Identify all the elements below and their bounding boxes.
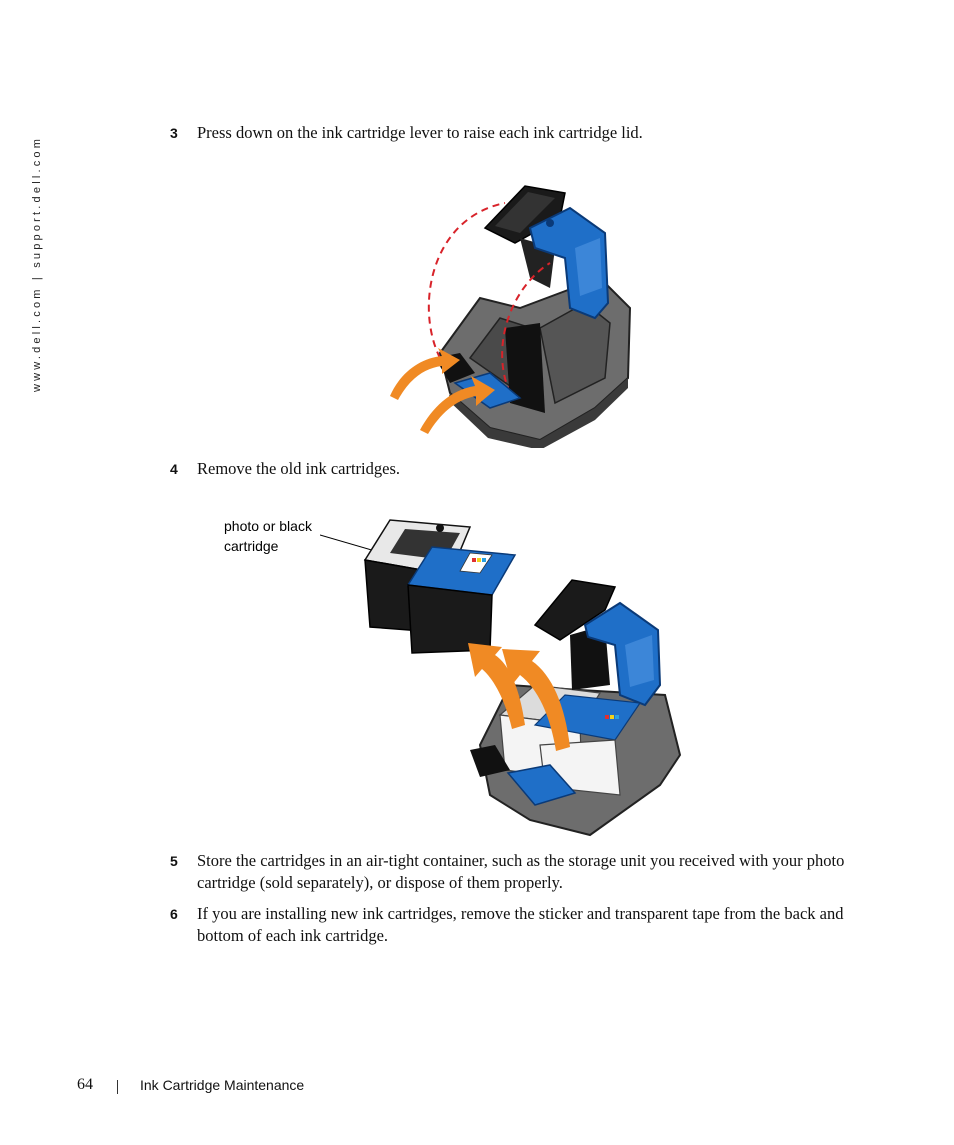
black-lid — [483, 185, 566, 288]
blue-lever — [506, 764, 577, 806]
press-arrow-icon — [420, 376, 495, 434]
callout-label: photo or black cartridge — [224, 518, 312, 554]
figure-remove-cartridges-illustration — [320, 519, 682, 837]
step-text: Press down on the ink cartridge lever to… — [197, 123, 643, 142]
page-footer: 64 Ink Cartridge Maintenance — [0, 1076, 954, 1098]
remove-arrow-icon — [502, 649, 570, 751]
color-cartridge — [406, 546, 517, 654]
footer-divider — [117, 1080, 118, 1094]
sidebar-url: www.dell.com | support.dell.com — [31, 135, 43, 392]
blue-lid — [583, 601, 662, 707]
step-text: Store the cartridges in an air-tight con… — [197, 851, 845, 892]
lid-motion-path — [501, 262, 551, 394]
press-arrow-icon — [390, 348, 460, 400]
black-lever — [470, 745, 510, 777]
blue-lid — [528, 206, 610, 320]
page-number: 64 — [77, 1076, 93, 1093]
step-number: 4 — [170, 461, 178, 477]
step-text: Remove the old ink cartridges. — [197, 459, 400, 478]
step-number: 3 — [170, 125, 178, 141]
chapter-title: Ink Cartridge Maintenance — [140, 1077, 305, 1093]
remove-arrow-icon — [468, 643, 525, 729]
step-number: 5 — [170, 853, 178, 869]
step-number: 6 — [170, 906, 178, 922]
figure-raise-lids-illustration — [390, 185, 632, 448]
step-text: If you are installing new ink cartridges… — [197, 904, 844, 945]
